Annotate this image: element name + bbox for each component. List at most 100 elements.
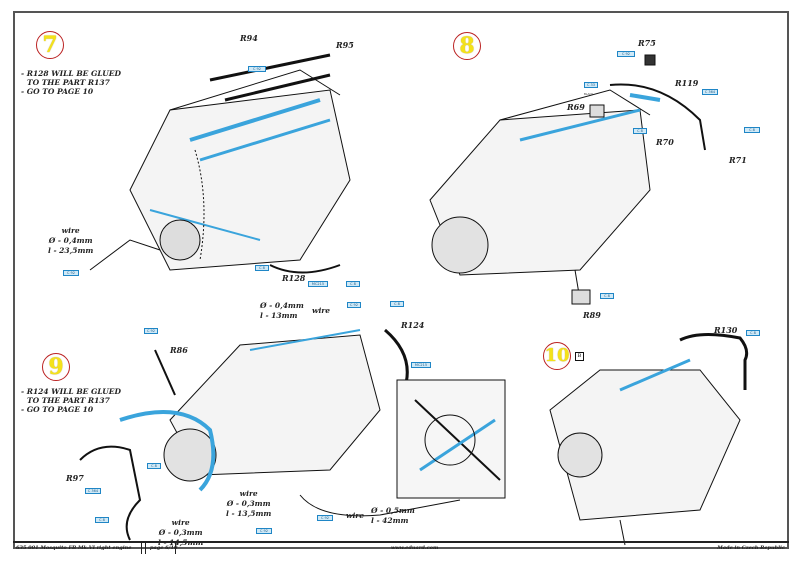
engine-step8 [429,54,706,305]
paint-code: C 92 [146,329,155,333]
wire-diameter: Ø - 0,4mm [48,236,93,245]
paint-code: C 364 [87,489,99,493]
note-line: - GO TO PAGE 10 [21,87,94,96]
wire-length: l - 42mm [371,516,409,525]
part-label-r94: R94 [240,33,258,43]
paint-chip-c92-step7-wire: C 92 [63,270,79,276]
paint-chip-c364-r97: C 364 [85,488,101,494]
wire-length: l - 23,5mm [48,246,94,255]
paint-chip-c33: C 33 [584,82,598,88]
paint-code: C 92 [66,271,75,275]
wire-label-step9-top: wire [312,306,331,315]
footer-website: www.eduard.com [391,545,439,551]
paint-code: C 92 [621,52,630,56]
wire-length: l - 13,5mm [226,509,272,518]
step9-notes: - R124 WILL BE GLUED TO THE PART R137 - … [21,387,121,414]
wire-length: l - 13mm [260,311,298,320]
paint-code: C 33 [586,83,595,87]
paint-code: C 92 [349,303,358,307]
wire-spec-step9-right: Ø - 0,5mm l - 42mm [371,506,415,526]
footer-origin: Made in Czech Republic [717,545,785,551]
wire-label-step9-right: wire [346,511,365,520]
wire-spec-step7: wire Ø - 0,4mm l - 23,5mm [48,226,93,256]
paint-chip-c92: C 92 [248,66,266,72]
paint-code: C 8 [637,129,643,133]
paint-chip-c8-step9: C 8 [147,463,161,469]
footer-divider [175,543,176,554]
part-label-r124: R124 [401,320,425,330]
footer-product: 635 001 Mosquito FB Mk.VI right engine [16,545,132,551]
paint-chip-mc215-r124: MC215 [411,362,431,368]
paint-code: C 8 [749,128,755,132]
paint-chip-c92-r86: C 92 [144,328,158,334]
wire-spec-step9-mid: wire Ø - 0,3mm l - 13,5mm [226,489,271,519]
paint-code: C 92 [259,529,268,533]
part-label-r70: R70 [656,137,674,147]
step10-subassembly-icon: B [575,352,584,361]
paint-chip-c8-r128-left: C 8 [255,265,269,271]
step-number-9: 9 [42,353,70,381]
paint-chip-c92-r75: C 92 [617,51,635,57]
part-label-r128: R128 [282,273,306,283]
paint-chip-c92-wire: C 92 [347,302,361,308]
paint-code: MC215 [311,282,325,286]
paint-chip-c8-r89: C 8 [600,293,614,299]
footer-divider [145,543,146,554]
wire-label: wire [171,518,190,527]
paint-chip-c364: C 364 [702,89,718,95]
paint-code: C 8 [151,464,157,468]
wire-diameter: Ø - 0,3mm [226,499,271,508]
footer-divider [141,543,142,554]
paint-chip-c92-wire-bottom: C 92 [256,528,272,534]
paint-chip-c8-r128-right: C 8 [346,281,360,287]
paint-code: C 92 [252,67,261,71]
part-label-r130: R130 [714,325,738,335]
part-label-r119: R119 [675,78,699,88]
wire-spec-step9-top: Ø - 0,4mm l - 13mm [260,301,304,321]
part-label-r69: R69 [567,102,585,112]
engine-step9 [79,328,461,541]
paint-code: C 8 [604,294,610,298]
paint-code: C 8 [750,331,756,335]
wire-label: wire [61,226,80,235]
paint-code: C 92 [320,516,329,520]
engine-step10 [549,333,749,546]
note-line: TO THE PART R137 [27,78,110,87]
part-label-r75: R75 [638,38,656,48]
note-line: - R128 WILL BE GLUED [21,69,122,78]
part-label-r71: R71 [729,155,747,165]
step-number-10: 10 [543,342,571,370]
wire-diameter: Ø - 0,3mm [158,528,203,537]
step-number-8: 8 [453,32,481,60]
engine-step7 [89,53,351,274]
paint-code: MC215 [414,363,428,367]
paint-chip-mc215-r128: MC215 [308,281,328,287]
wire-diameter: Ø - 0,4mm [260,301,304,310]
paint-chip-c8-r130: C 8 [746,330,760,336]
wire-diameter: Ø - 0,5mm [371,506,415,515]
part-label-r89: R89 [583,310,601,320]
paint-code: C 8 [350,282,356,286]
paint-code: C 8 [259,266,265,270]
paint-chip-c8-r71: C 8 [744,127,760,133]
footer-page-number: page 6/10 [150,545,178,551]
part-label-r97: R97 [66,473,84,483]
paint-code: C 8 [99,518,105,522]
paint-chip-c8-r70: C 8 [633,128,647,134]
paint-chip-c8-r97: C 8 [95,517,109,523]
paint-caption: BLACK [584,92,594,96]
step-number-7: 7 [36,31,64,59]
note-line: - GO TO PAGE 10 [21,405,94,414]
paint-chip-c8-r124: C 8 [390,301,404,307]
paint-code: C 8 [394,302,400,306]
detail-inset [396,379,506,499]
paint-chip-c92-wire-right: C 92 [317,515,333,521]
paint-code: C 364 [704,90,716,94]
step7-notes: - R128 WILL BE GLUED TO THE PART R137 - … [21,69,121,96]
part-label-r86: R86 [170,345,188,355]
note-line: TO THE PART R137 [27,396,110,405]
note-line: - R124 WILL BE GLUED [21,387,122,396]
wire-label: wire [239,489,258,498]
part-label-r95: R95 [336,40,354,50]
